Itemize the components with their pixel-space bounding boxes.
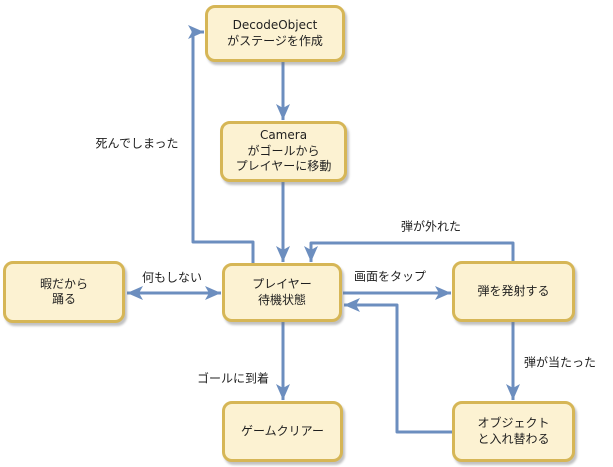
- node-dance-when-bored: 暇だから 踊る: [3, 261, 125, 323]
- edge-fire-to-player-missed: [304, 241, 515, 262]
- edge-label-bullet-hit: 弾が当たった: [522, 353, 598, 371]
- edge-label-bullet-missed: 弾が外れた: [399, 217, 463, 235]
- edge-label-died: 死んでしまった: [94, 134, 180, 152]
- node-swap-object: オブジェクト と入れ替わる: [452, 401, 575, 462]
- node-player-idle: プレイヤー 待機状態: [222, 263, 342, 322]
- edge-object-to-player: [344, 298, 452, 434]
- node-fire-bullet: 弾を発射する: [452, 261, 575, 322]
- edge-label-reach-goal: ゴールに到着: [195, 369, 271, 387]
- node-game-clear: ゲームクリアー: [222, 401, 343, 462]
- edge-label-do-nothing: 何もしない: [140, 268, 204, 286]
- node-camera-move: Camera がゴールから プレイヤーに移動: [220, 121, 347, 182]
- edge-player-to-decode-died: [188, 25, 255, 263]
- edge-label-tap-screen: 画面をタップ: [352, 267, 428, 285]
- node-decode-object: DecodeObject がステージを作成: [205, 5, 345, 62]
